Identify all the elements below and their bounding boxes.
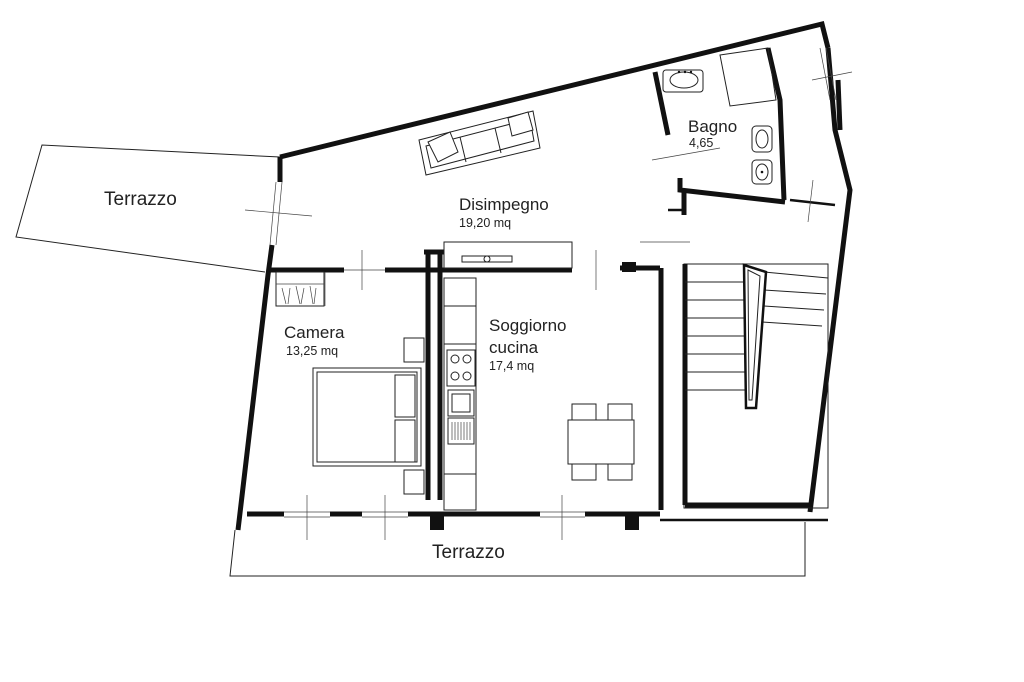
living-label-line1: Soggiorno — [489, 316, 567, 335]
terrace-bottom-outline — [229, 522, 806, 577]
terrace-left-outline — [15, 144, 281, 273]
hallway-label: Disimpegno — [459, 195, 549, 214]
bed — [312, 337, 425, 495]
bathroom-area: 4,65 — [689, 136, 713, 150]
hallway-area: 19,20 mq — [459, 216, 511, 230]
bathroom-fixtures — [662, 47, 777, 185]
wardrobe — [275, 271, 326, 307]
bedroom-area: 13,25 mq — [286, 344, 338, 358]
dining-table — [567, 403, 635, 481]
hallway-console — [443, 241, 573, 269]
windows — [244, 47, 853, 540]
interior-walls — [268, 47, 836, 510]
exterior-walls — [235, 20, 853, 531]
terrace-bottom-label: Terrazzo — [432, 542, 505, 563]
bedroom-label: Camera — [284, 323, 345, 342]
living-area: 17,4 mq — [489, 359, 534, 373]
terrace-left-label: Terrazzo — [104, 189, 177, 210]
staircase — [685, 263, 829, 410]
sofa — [418, 110, 541, 176]
living-label-line2: cucina — [489, 338, 539, 357]
kitchen-counter — [443, 277, 477, 511]
bathroom-label: Bagno — [688, 117, 737, 136]
